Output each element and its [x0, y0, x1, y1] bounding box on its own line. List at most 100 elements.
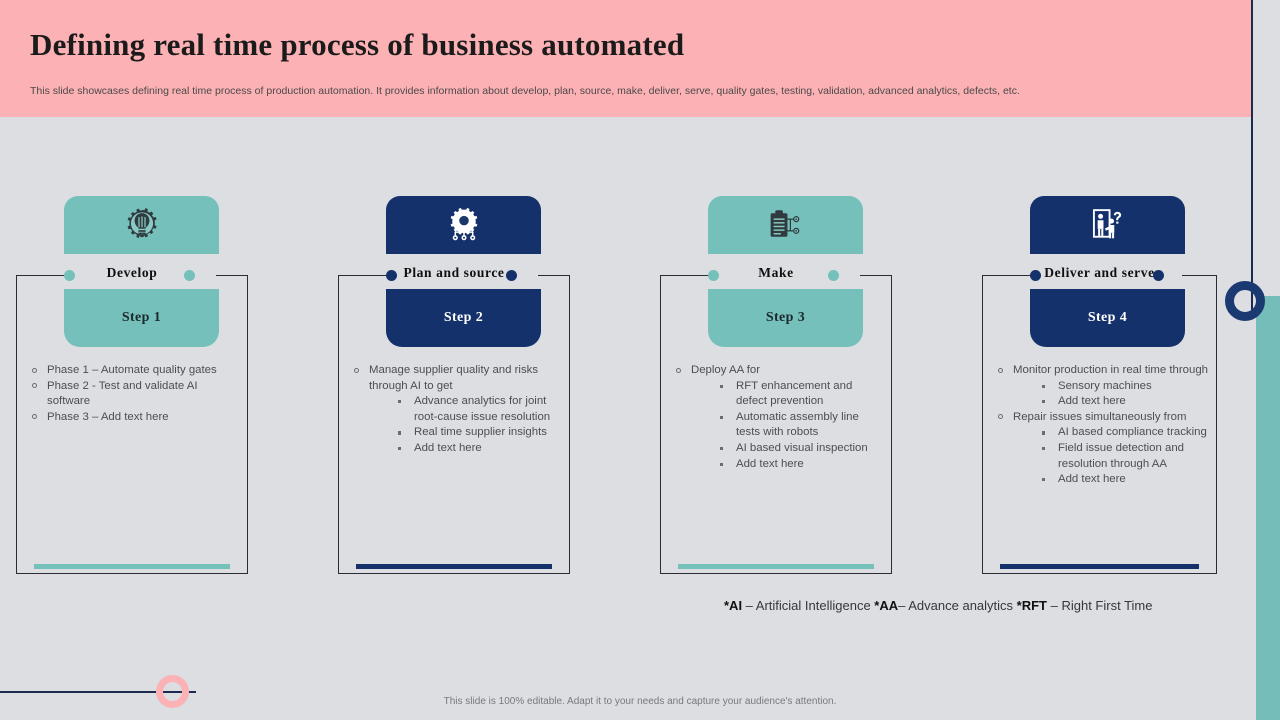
- sub-bullet-text: RFT enhancement and defect prevention: [736, 379, 853, 408]
- abbreviation-legend: *AI – Artificial Intelligence *AA– Advan…: [724, 598, 1152, 613]
- bullet-marker-square: [720, 415, 724, 419]
- sub-bullet-text: Add text here: [1058, 395, 1126, 408]
- right-teal-bar: [1256, 296, 1280, 720]
- card-accent-bar: [356, 564, 552, 569]
- bullet-list-level2: RFT enhancement and defect prevention Au…: [712, 379, 886, 473]
- legend-aa-abbr: *AA: [874, 598, 899, 613]
- bullet-text: Phase 3 – Add text here: [47, 410, 169, 423]
- sub-bullet-text: Sensory machines: [1058, 379, 1152, 392]
- connector-dot-left: [1030, 270, 1041, 281]
- legend-rft-abbr: *RFT: [1016, 598, 1048, 613]
- bullet-text: Monitor production in real time through: [1013, 364, 1209, 376]
- bullet-item: Repair issues simultaneously from AI bas…: [992, 410, 1212, 488]
- sub-bullet-item: Advance analytics for joint root-cause i…: [390, 394, 564, 425]
- bullet-marker-square: [1042, 478, 1046, 482]
- sub-bullet-item: Automatic assembly line tests with robot…: [712, 410, 886, 441]
- step-bullets-2: Manage supplier quality and risks throug…: [348, 363, 564, 457]
- sub-bullet-text: Add text here: [414, 441, 482, 454]
- step-bullets-4: Monitor production in real time through …: [992, 363, 1212, 488]
- bullet-marker-square: [1042, 384, 1046, 388]
- bullet-list-level2: Advance analytics for joint root-cause i…: [390, 394, 564, 456]
- sub-bullet-item: Sensory machines: [1034, 379, 1212, 395]
- sub-bullet-item: AI based visual inspection: [712, 441, 886, 457]
- sub-bullet-item: Add text here: [712, 457, 886, 473]
- sub-bullet-text: Automatic assembly line tests with robot…: [736, 410, 859, 439]
- bullet-marker-hollow: [998, 367, 1003, 373]
- bullet-text: Phase 2 - Test and validate AI software: [47, 379, 198, 408]
- bullet-item: Phase 2 - Test and validate AI software: [26, 379, 242, 410]
- step-title-4: Deliver and serve: [1044, 265, 1155, 280]
- bullet-list-level1: Manage supplier quality and risks throug…: [348, 363, 564, 457]
- legend-ai-text: – Artificial Intelligence: [742, 598, 875, 613]
- bullet-marker-square: [1042, 431, 1046, 435]
- legend-aa-text: – Advance analytics: [898, 598, 1017, 613]
- card-accent-bar: [678, 564, 874, 569]
- connector-dot-right: [828, 270, 839, 281]
- sub-bullet-text: AI based visual inspection: [736, 441, 868, 454]
- lightbulb-gear-icon: [123, 206, 161, 244]
- bullet-marker-square: [398, 431, 402, 435]
- title-gap-mask: [68, 268, 216, 284]
- bullet-list-level1: Monitor production in real time through …: [992, 363, 1212, 488]
- step-icon-box-3: [708, 196, 863, 254]
- bullet-marker-hollow: [32, 367, 37, 373]
- bullet-list-level1: Phase 1 – Automate quality gates Phase 2…: [26, 363, 242, 425]
- bullet-item: Manage supplier quality and risks throug…: [348, 363, 564, 457]
- header-band: Defining real time process of business a…: [0, 0, 1252, 117]
- bottom-navy-line: [0, 691, 196, 693]
- legend-ai-abbr: *AI: [724, 598, 743, 613]
- bullet-marker-hollow: [32, 414, 37, 420]
- step-badge-2: Step 2: [386, 289, 541, 347]
- bullet-marker-square: [720, 384, 724, 388]
- connector-dot-left: [64, 270, 75, 281]
- card-accent-bar: [1000, 564, 1199, 569]
- bullet-item: Deploy AA for RFT enhancement and defect…: [670, 363, 886, 472]
- title-gap-mask: [390, 268, 538, 284]
- sub-bullet-item: Add text here: [1034, 472, 1212, 488]
- bullet-list-level2: Sensory machines Add text here: [1034, 379, 1212, 410]
- bullet-text: Deploy AA for: [691, 364, 761, 376]
- bullet-marker-hollow: [354, 367, 359, 373]
- bullet-list-level2: AI based compliance tracking Field issue…: [1034, 425, 1212, 487]
- sub-bullet-item: Add text here: [390, 441, 564, 457]
- sub-bullet-text: Add text here: [1058, 473, 1126, 486]
- vertical-divider-line: [1251, 0, 1253, 310]
- bullet-list-level1: Deploy AA for RFT enhancement and defect…: [670, 363, 886, 472]
- sub-bullet-item: Add text here: [1034, 394, 1212, 410]
- title-gap-mask: [712, 268, 860, 284]
- bullet-marker-square: [1042, 446, 1046, 451]
- bullet-text: Phase 1 – Automate quality gates: [47, 364, 217, 376]
- sub-bullet-item: Field issue detection and resolution thr…: [1034, 441, 1212, 472]
- card-accent-bar: [34, 564, 230, 569]
- connector-dot-right: [1153, 270, 1164, 281]
- bullet-item: Monitor production in real time through …: [992, 363, 1212, 410]
- legend-rft-text: – Right First Time: [1047, 598, 1153, 613]
- sub-bullet-text: Real time supplier insights: [414, 426, 547, 439]
- navy-ring-decoration: [1225, 281, 1265, 321]
- sub-bullet-text: Field issue detection and resolution thr…: [1058, 441, 1185, 470]
- connector-dot-left: [708, 270, 719, 281]
- sub-bullet-item: AI based compliance tracking: [1034, 425, 1212, 441]
- bullet-item: Phase 3 – Add text here: [26, 410, 242, 426]
- pink-ring-decoration: [156, 675, 189, 708]
- bullet-marker-square: [720, 462, 724, 466]
- sub-bullet-text: AI based compliance tracking: [1058, 426, 1207, 439]
- bullet-item: Phase 1 – Automate quality gates: [26, 363, 242, 379]
- footer-note: This slide is 100% editable. Adapt it to…: [443, 696, 837, 707]
- step-title-1: Develop: [106, 265, 158, 280]
- gear-network-icon: [445, 206, 483, 244]
- step-icon-box-4: [1030, 196, 1185, 254]
- sub-bullet-text: Add text here: [736, 457, 804, 470]
- clipboard-nodes-icon: [767, 208, 805, 242]
- bullet-marker-hollow: [676, 367, 681, 373]
- step-bullets-3: Deploy AA for RFT enhancement and defect…: [670, 363, 886, 472]
- bullet-text: Repair issues simultaneously from: [1013, 410, 1187, 423]
- connector-dot-right: [184, 270, 195, 281]
- step-title-3: Make: [758, 265, 794, 280]
- bullet-marker-square: [398, 446, 402, 451]
- bullet-text: Manage supplier quality and risks throug…: [369, 364, 539, 392]
- page-title: Defining real time process of business a…: [30, 27, 685, 62]
- delivery-person-icon: [1089, 207, 1127, 243]
- step-icon-box-1: [64, 196, 219, 254]
